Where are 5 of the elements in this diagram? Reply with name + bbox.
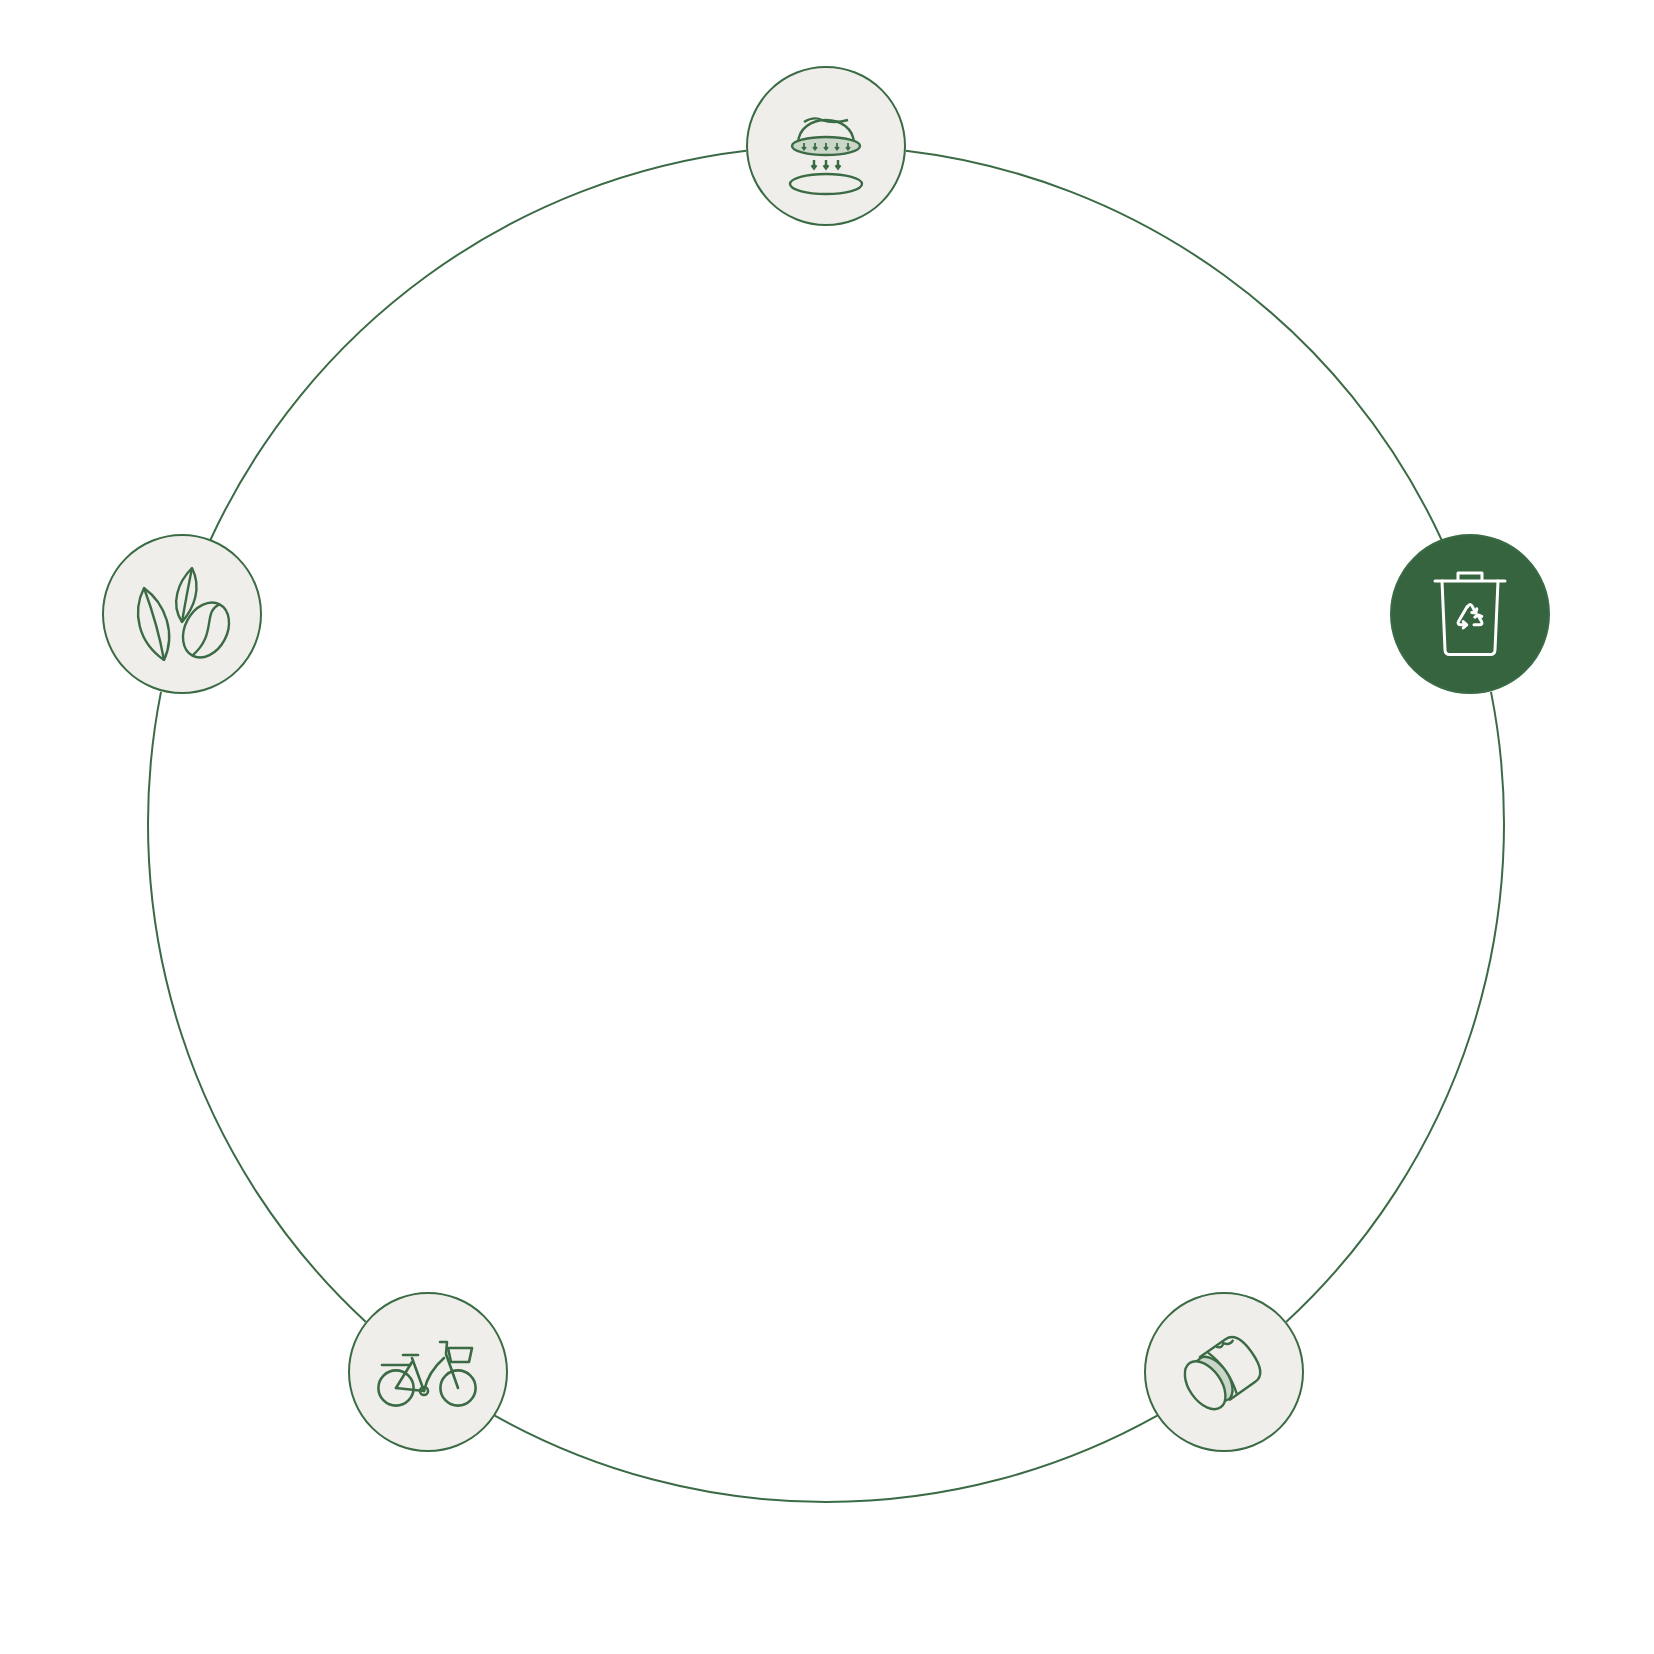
connector-arc xyxy=(1285,690,1504,1323)
connector-arc xyxy=(493,1414,1159,1503)
connector-arc xyxy=(148,690,367,1323)
connector-arc xyxy=(209,149,748,541)
connector-arc xyxy=(904,149,1443,541)
